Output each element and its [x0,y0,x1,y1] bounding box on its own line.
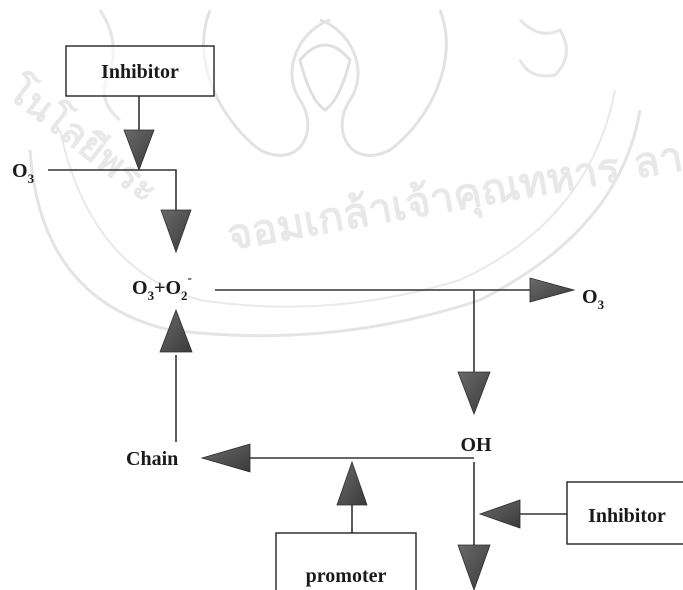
inhibitor-right-label: Inhibitor [588,505,666,527]
arrowheads [123,129,576,590]
arrow-left-chain [200,443,251,473]
watermark-text: จอมเกล้าเจ้าคุณทหาร ลาดกระบัง [223,106,683,262]
inhibitor-top-label: Inhibitor [101,61,179,83]
o3-o2-label: O3+O2- [132,270,192,303]
arrow-down-inhibitor [123,129,155,172]
arrow-left-inhibitor [478,499,521,529]
watermark-ornament-left [202,9,331,157]
o3-input-label: O3 [12,160,35,186]
arrow-down-o3 [160,209,192,254]
arrow-up-o3-o2 [159,308,193,353]
chain-label: Chain [126,448,178,470]
arrow-down-oh [457,371,491,416]
arrow-right-o3-output [529,277,576,303]
watermark-emblem [298,43,352,112]
promoter-label: promoter [306,565,387,587]
line-o3-input [48,169,177,210]
arrow-down-bottom [457,544,491,590]
arrow-up-promoter [336,460,368,506]
oh-label: OH [460,434,492,456]
o3-output-label: O3 [582,286,605,312]
watermark-ornament-right [319,9,448,157]
promoter-box [275,532,417,590]
flow-lines [48,96,567,545]
inhibitor-right-box [566,481,683,545]
inhibitor-top-box [65,45,215,97]
